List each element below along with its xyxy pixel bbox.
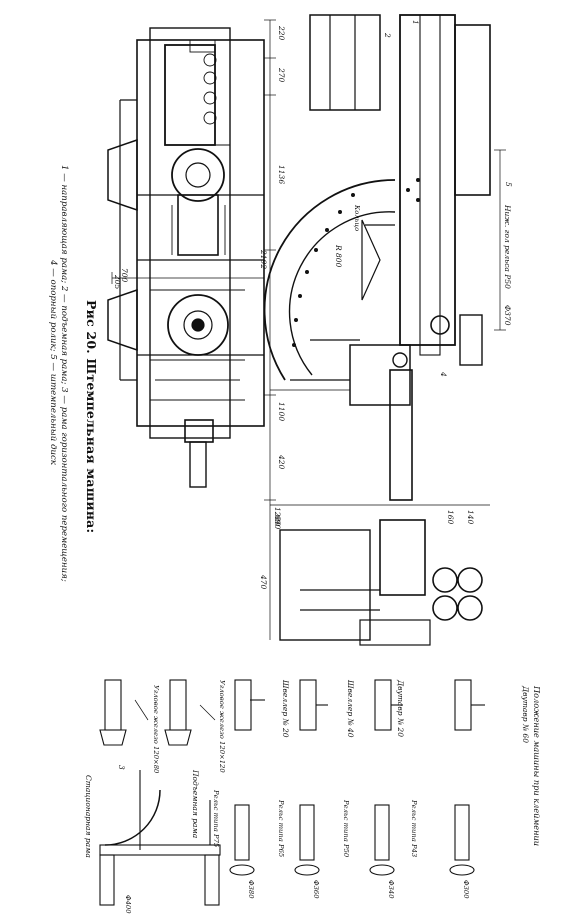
inset-label-rail-p43: Рельс типа Р43 [410,800,418,858]
inset-label-rail-p75: Рельс типа Р75 [212,790,220,848]
inset-label-lifting-frame: Подъемная рама [191,770,200,839]
dim-420: 420 [277,455,286,470]
dim-2192: 2192 [259,250,268,270]
top-view-frame [107,27,265,488]
dim-r800: R 800 [334,245,343,268]
figure-caption-legend-2: 4 — опорный ролик; 5 — штемпельный диск [48,260,58,465]
dim-270: 270 [277,68,286,83]
inset-header-5: Швеллер № 20 [281,680,290,738]
dim-1136: 1136 [277,165,286,185]
callout-ring: Кольцо [353,205,361,232]
inset-label-d300: Φ300 [462,880,470,899]
side-view [263,14,491,501]
dim-220: 220 [277,26,286,41]
inset-header-4: Швеллер № 40 [346,680,355,738]
inset-label-d340: Φ340 [387,880,395,899]
dim-140: 140 [466,510,475,525]
inset-header-3: Двутавр № 20 [396,680,405,737]
callout-2: 2 [383,33,392,38]
callout-4: 4 [439,372,448,377]
callout-3: 3 [117,765,126,770]
dim-phi370: Φ370 [503,305,512,326]
dim-160: 160 [446,510,455,525]
dim-690: 690 [273,515,282,530]
inset-label-stationary-frame: Стационарная рама [84,775,93,858]
inset-label-angle-2: Угловое железо 120×80 [152,685,160,774]
end-view [269,500,490,646]
inset-label-d400: Φ400 [124,895,132,914]
dim-1100: 1100 [277,402,286,422]
dim-470: 470 [259,575,268,590]
callout-rail-head: Ниж. гол рельса Р50 [503,205,512,289]
inset-label-d380: Φ380 [247,880,255,899]
inset-label-rail-p50: Рельс типа Р50 [342,800,350,858]
inset-header-2: Двутавр № 60 [521,686,530,743]
inset-label-angle-1: Угловое железо 120×120 [218,680,226,773]
dim-205: 205 [113,275,122,290]
callout-5: 5 [504,182,513,187]
inset-header-1: Положение машины при клеймении [532,686,542,847]
callout-1: 1 [411,20,420,25]
inset-label-rail-p65: Рельс типа Р65 [277,800,285,858]
inset-sketches [99,679,485,906]
inset-label-d360: Φ360 [312,880,320,899]
figure-caption-title: Рис 20. Штемпельная машина: [84,300,99,534]
figure-caption-legend-1: 1 — направляющая рама; 2 — подъемная рам… [59,165,69,582]
